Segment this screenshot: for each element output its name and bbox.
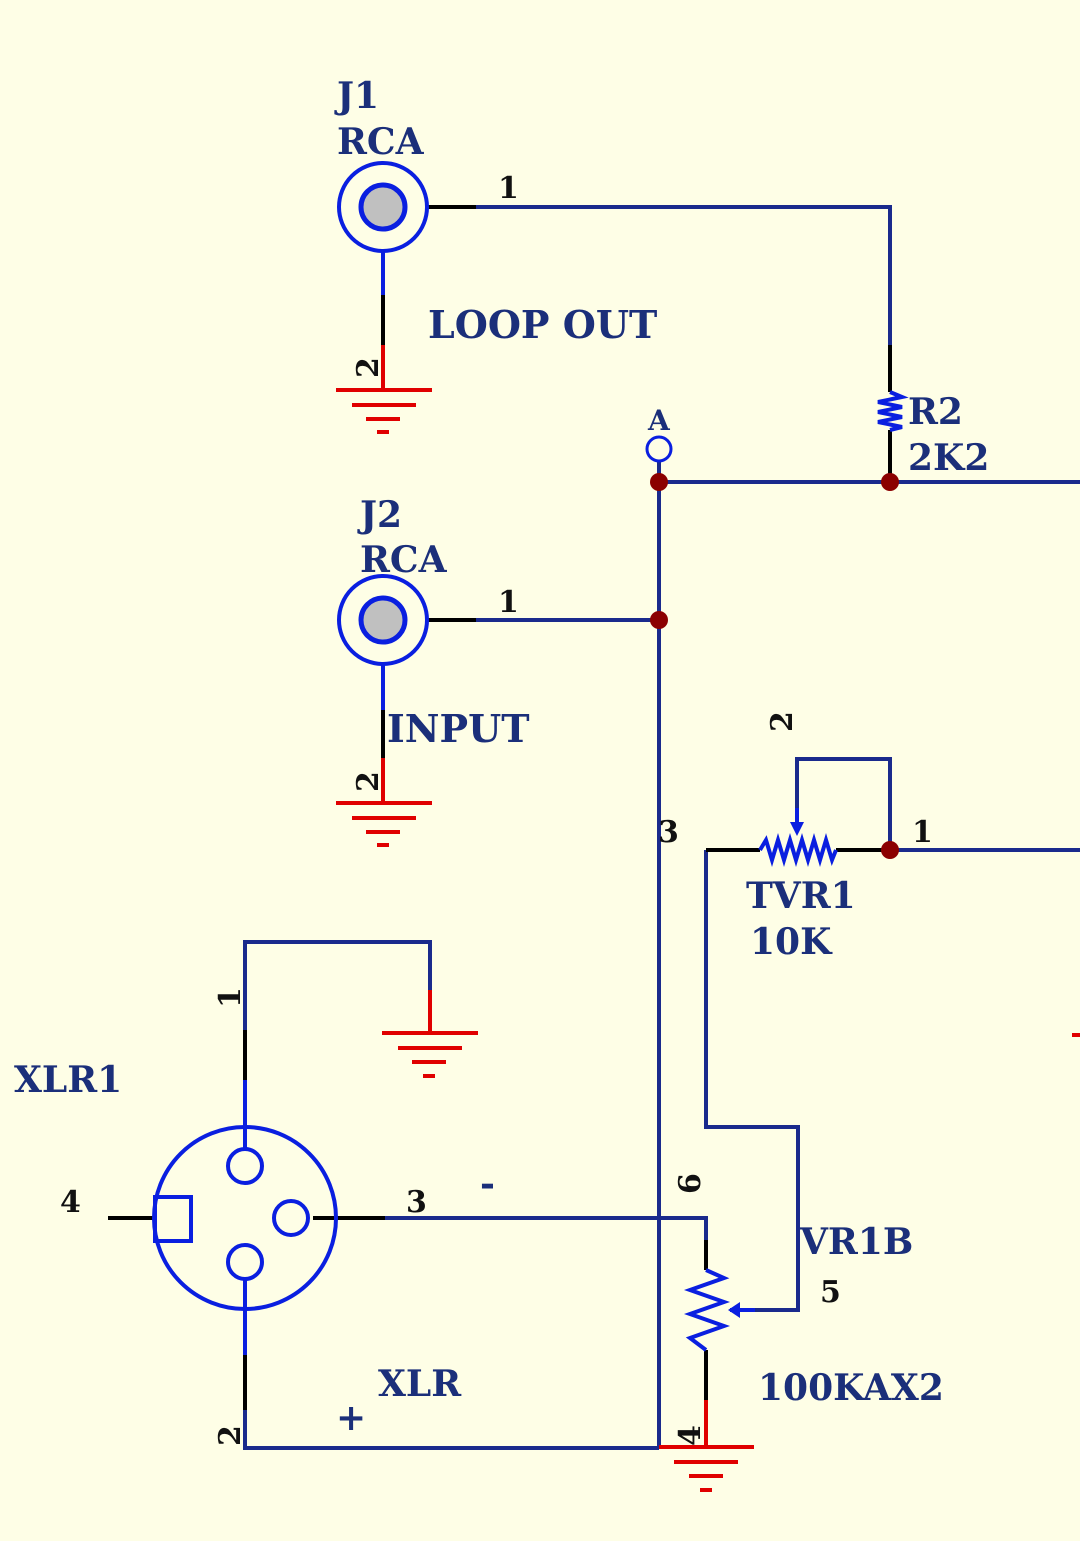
tvr1-pin3-label: 3 <box>658 815 679 850</box>
ground-symbol-j1 <box>336 388 432 434</box>
j1-pin2-label: 2 <box>351 357 386 378</box>
j1-pin1-label: 1 <box>498 171 519 206</box>
resistor-r2 <box>877 390 909 432</box>
r2-value-label: 2K2 <box>908 437 989 479</box>
potentiometer-vr1b <box>683 1268 755 1447</box>
tvr1-ref-label: TVR1 <box>746 875 856 917</box>
net-a-label: A <box>647 404 671 437</box>
j1-ref-label: J1 <box>334 75 379 117</box>
vr1b-ref-label: VR1B <box>799 1221 913 1263</box>
trimmer-tvr1 <box>758 808 838 867</box>
xlr-connector-xlr1 <box>152 1080 338 1355</box>
vr1b-pin5-label: 5 <box>820 1275 841 1310</box>
rca-jack-j1 <box>337 161 429 390</box>
ground-symbol-xlr <box>382 990 478 1078</box>
xlr-pin1-label: 1 <box>213 987 248 1008</box>
input-label: INPUT <box>387 706 530 751</box>
tvr1-pin1-label: 1 <box>912 815 933 850</box>
tvr1-value-label: 10K <box>750 921 833 963</box>
j2-type-label: RCA <box>360 539 448 581</box>
ground-symbol-vr1b <box>659 1445 754 1492</box>
r2-ref-label: R2 <box>908 391 963 433</box>
xlr-type-label: XLR <box>378 1363 462 1405</box>
j2-ref-label: J2 <box>357 494 402 536</box>
j2-pin2-label: 2 <box>351 771 386 792</box>
loop-out-label: LOOP OUT <box>428 302 657 347</box>
vr1b-value-label: 100KAX2 <box>758 1367 944 1409</box>
net-port-a <box>645 435 673 463</box>
xlr-pin3-label: 3 <box>406 1185 427 1220</box>
vr1b-pin4-label: 4 <box>673 1425 708 1446</box>
junction-dots <box>650 473 899 859</box>
j1-type-label: RCA <box>337 121 425 163</box>
vr1b-pin6-label: 6 <box>673 1173 708 1194</box>
wire-tvr1 <box>704 757 1080 1312</box>
plus-polarity-label: + <box>336 1397 366 1439</box>
minus-polarity-label: - <box>480 1163 495 1205</box>
wire-xlr <box>108 940 708 1450</box>
xlr-pin2-label: 2 <box>213 1425 248 1446</box>
j2-pin1-label: 1 <box>498 585 519 620</box>
xlr-pin4-label: 4 <box>60 1185 81 1220</box>
rca-jack-j2 <box>337 574 429 803</box>
xlr1-ref-label: XLR1 <box>14 1059 122 1101</box>
tvr1-pin2-label: 2 <box>765 711 800 732</box>
ground-symbol-j2 <box>336 801 432 847</box>
